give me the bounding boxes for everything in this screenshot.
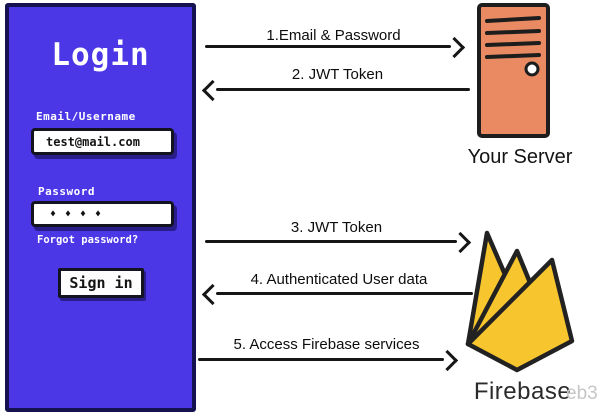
arrowhead-left-icon xyxy=(201,79,224,102)
arrow-label: 2. JWT Token xyxy=(291,66,384,83)
arrowhead-left-icon xyxy=(201,283,224,306)
server-icon xyxy=(477,3,550,138)
email-label: Email/Username xyxy=(36,110,136,123)
password-input[interactable] xyxy=(31,201,174,227)
arrowhead-right-icon xyxy=(443,36,466,59)
forgot-password-link[interactable]: Forgot password? xyxy=(37,234,139,246)
arrow-4-authenticated-user-data xyxy=(201,283,473,306)
arrow-shaft xyxy=(198,358,444,361)
firebase-label: Firebase xyxy=(473,378,572,405)
arrow-shaft xyxy=(205,45,451,48)
sign-in-button[interactable]: Sign in xyxy=(58,268,144,298)
arrowhead-right-icon xyxy=(436,349,459,372)
arrow-label: 1.Email & Password xyxy=(266,27,401,44)
arrow-label: 5. Access Firebase services xyxy=(233,336,420,353)
arrow-2-jwt-token xyxy=(201,79,470,102)
arrow-shaft xyxy=(216,292,473,295)
watermark-text: eb3 xyxy=(566,383,598,404)
arrow-5-access-firebase-services xyxy=(198,349,459,372)
email-input[interactable] xyxy=(31,128,174,155)
firebase-icon xyxy=(465,230,575,373)
arrow-1-email-password xyxy=(205,36,466,59)
login-panel: Login Email/Username Password Forgot pas… xyxy=(5,3,196,412)
password-label: Password xyxy=(38,185,95,198)
arrow-3-jwt-token xyxy=(205,231,472,254)
arrow-label: 4. Authenticated User data xyxy=(250,271,428,288)
login-title: Login xyxy=(51,37,150,73)
server-label: Your Server xyxy=(467,146,573,168)
arrow-shaft xyxy=(216,88,470,91)
arrow-label: 3. JWT Token xyxy=(290,219,383,236)
arrow-shaft xyxy=(205,240,457,243)
